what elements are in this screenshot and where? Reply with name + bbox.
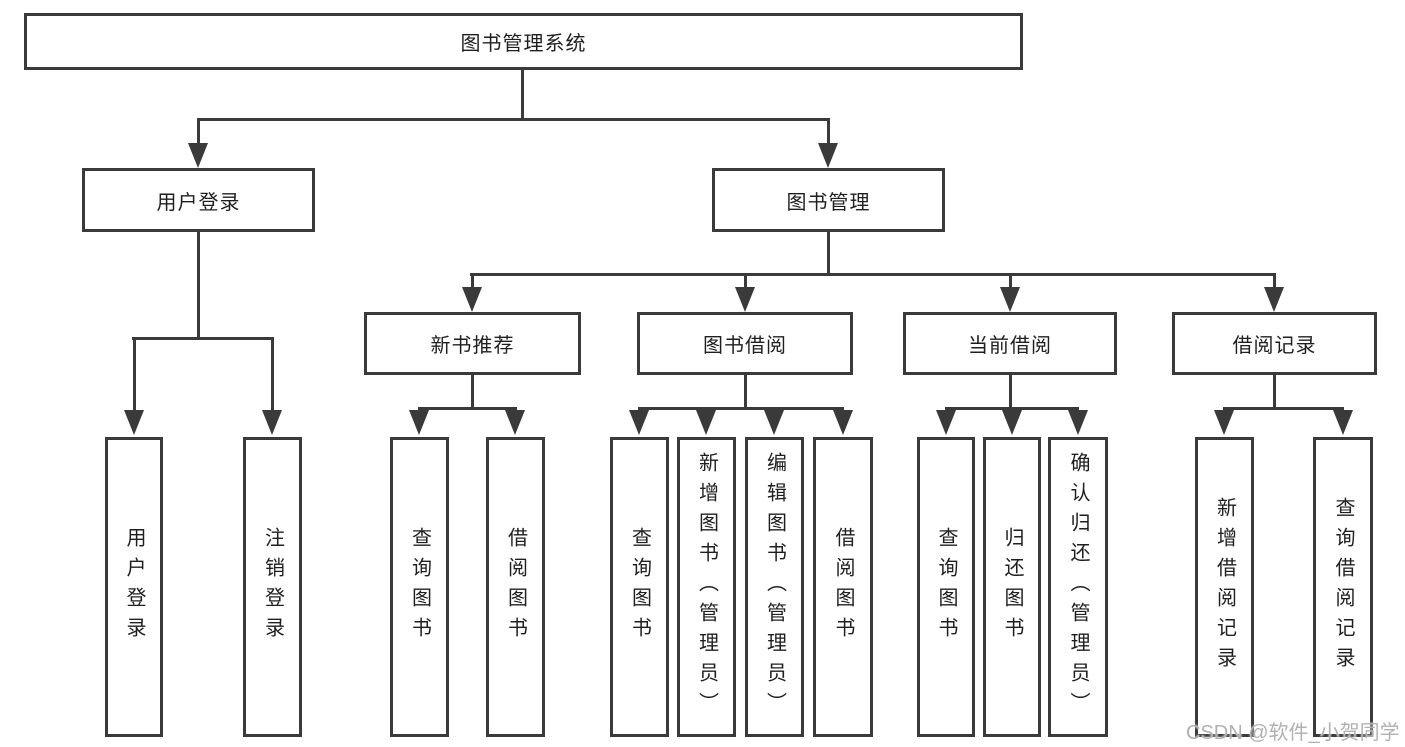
arrow-bb-borrow-books-head xyxy=(833,410,853,435)
leaf-bb-add-books-admin-label: 新增图书（管理员） xyxy=(695,452,718,722)
leaf-logout: 注销登录 xyxy=(243,437,302,737)
node-library-system: 图书管理系统 xyxy=(24,13,1023,70)
leaf-cb-return-books-label: 归还图书 xyxy=(1001,527,1023,647)
arrow-book-management-head xyxy=(818,143,838,168)
arrow-user-login-shaft xyxy=(197,120,200,144)
leaf-cb-confirm-return-admin: 确认归还（管理员） xyxy=(1048,437,1108,737)
arrow-leaf-user-login-head xyxy=(124,410,144,435)
leaf-nb-borrow-books-label: 借阅图书 xyxy=(504,527,527,647)
leaf-br-query-record: 查询借阅记录 xyxy=(1313,437,1373,737)
leaf-bb-borrow-books: 借阅图书 xyxy=(813,437,873,737)
node-book-management: 图书管理 xyxy=(712,168,945,232)
arrow-cb-confirm-return-head xyxy=(1068,410,1088,435)
arrow-current-borrowing-head xyxy=(1000,287,1020,312)
watermark: CSDN @软件_小贺同学 xyxy=(1186,722,1400,744)
leaf-bb-query-books: 查询图书 xyxy=(610,437,669,737)
node-new-book-recommend: 新书推荐 xyxy=(364,312,581,375)
leaf-br-add-record-label: 新增借阅记录 xyxy=(1213,497,1236,677)
node-book-borrowing: 图书借阅 xyxy=(637,312,853,375)
leaf-bb-edit-books-admin: 编辑图书（管理员） xyxy=(745,437,804,737)
connector-book-borrowing-hline xyxy=(638,407,844,410)
arrow-leaf-logout-head xyxy=(262,410,282,435)
arrow-new-book-recommend-head xyxy=(462,287,482,312)
connector-borrowing-records-hline xyxy=(1223,407,1344,410)
arrow-borrowing-records-head xyxy=(1264,287,1284,312)
leaf-user-login: 用户登录 xyxy=(105,437,163,737)
arrow-current-borrowing-shaft xyxy=(1009,275,1012,287)
connector-level2-hline xyxy=(197,118,830,121)
node-borrowing-records-label: 借阅记录 xyxy=(1232,335,1317,357)
connector-root-stub xyxy=(521,69,524,118)
leaf-nb-query-books-label: 查询图书 xyxy=(408,527,431,647)
node-user-login-label: 用户登录 xyxy=(156,191,241,214)
leaf-bb-add-books-admin: 新增图书（管理员） xyxy=(677,437,736,737)
arrow-borrowing-records-shaft xyxy=(1273,275,1276,287)
leaf-bb-edit-books-admin-label: 编辑图书（管理员） xyxy=(763,452,786,722)
arrow-nb-borrow-books-head xyxy=(505,410,525,435)
leaf-bb-query-books-label: 查询图书 xyxy=(628,527,651,647)
node-library-system-label: 图书管理系统 xyxy=(460,33,587,55)
connector-user-login-hline xyxy=(132,337,274,340)
arrow-book-borrowing-shaft xyxy=(744,275,747,287)
leaf-nb-query-books: 查询图书 xyxy=(390,437,449,737)
leaf-nb-borrow-books: 借阅图书 xyxy=(486,437,545,737)
node-book-borrowing-label: 图书借阅 xyxy=(703,335,787,357)
arrow-nb-query-books-head xyxy=(409,410,429,435)
arrow-new-book-recommend-shaft xyxy=(471,275,474,287)
node-user-login: 用户登录 xyxy=(82,168,315,232)
arrow-bb-add-books-head xyxy=(696,410,716,435)
leaf-bb-borrow-books-label: 借阅图书 xyxy=(832,527,854,647)
arrow-br-query-record-head xyxy=(1333,410,1353,435)
connector-book-management-stub xyxy=(827,232,830,273)
node-borrowing-records: 借阅记录 xyxy=(1172,312,1377,375)
connector-current-borrowing-stub xyxy=(1009,375,1012,407)
connector-current-borrowing-hline xyxy=(945,407,1079,410)
leaf-br-add-record: 新增借阅记录 xyxy=(1195,437,1254,737)
connector-borrowing-records-stub xyxy=(1273,375,1276,407)
leaf-user-login-label: 用户登录 xyxy=(123,527,145,647)
arrow-cb-return-books-head xyxy=(1002,410,1022,435)
leaf-cb-query-books-label: 查询图书 xyxy=(935,527,957,647)
node-current-borrowing-label: 当前借阅 xyxy=(968,335,1052,357)
leaf-cb-confirm-return-admin-label: 确认归还（管理员） xyxy=(1067,452,1089,722)
connector-new-book-recommend-stub xyxy=(471,375,474,407)
arrow-leaf-logout-shaft xyxy=(271,339,274,411)
node-book-management-label: 图书管理 xyxy=(786,191,871,214)
leaf-logout-label: 注销登录 xyxy=(261,527,284,647)
node-current-borrowing: 当前借阅 xyxy=(903,312,1117,375)
arrow-book-borrowing-head xyxy=(735,287,755,312)
connector-user-login-stub xyxy=(197,232,200,337)
arrow-cb-query-books-head xyxy=(936,410,956,435)
connector-book-borrowing-stub xyxy=(744,375,747,407)
arrow-br-add-record-head xyxy=(1214,410,1234,435)
arrow-user-login-head xyxy=(188,143,208,168)
connector-level3-hline xyxy=(470,273,1276,276)
leaf-cb-query-books: 查询图书 xyxy=(917,437,975,737)
arrow-bb-query-books-head xyxy=(629,410,649,435)
leaf-br-query-record-label: 查询借阅记录 xyxy=(1332,497,1354,677)
arrow-book-management-shaft xyxy=(827,120,830,144)
leaf-cb-return-books: 归还图书 xyxy=(983,437,1041,737)
node-new-book-recommend-label: 新书推荐 xyxy=(430,335,515,357)
arrow-bb-edit-books-head xyxy=(764,410,784,435)
arrow-leaf-user-login-shaft xyxy=(133,339,136,411)
connector-new-book-recommend-hline xyxy=(418,407,517,410)
